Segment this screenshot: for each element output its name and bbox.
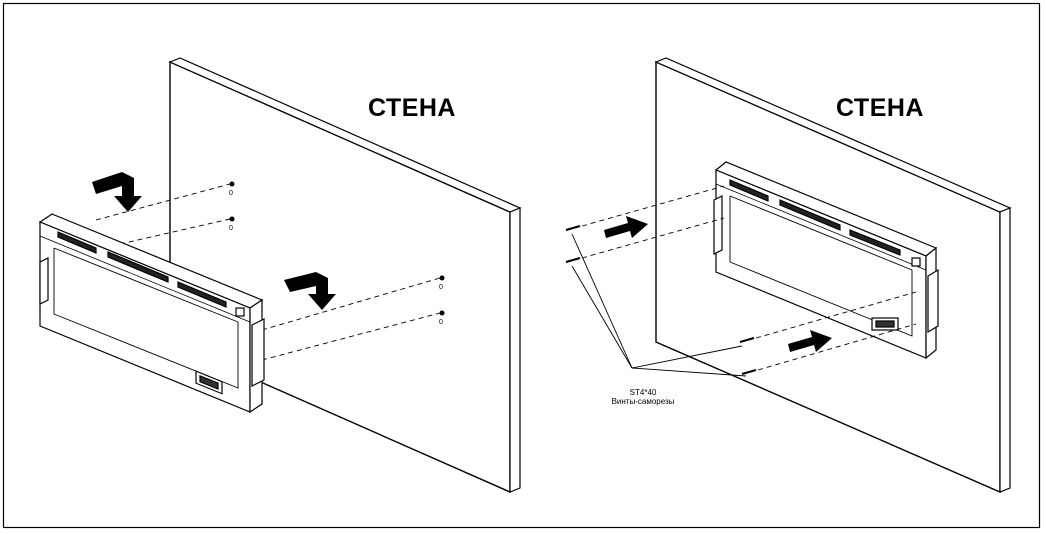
right-illustration <box>565 57 1012 494</box>
screw-name: Винты-саморезы <box>611 397 675 406</box>
left-illustration: 0 0 0 0 <box>38 57 522 494</box>
screw-icons-right <box>565 225 757 375</box>
screw-note: ST4*40 Винты-саморезы <box>588 388 698 406</box>
screw-leader-lines <box>571 233 747 377</box>
dashed-guides-right <box>581 185 917 371</box>
wall-label-left: СТЕНА <box>368 94 456 122</box>
wall-label-right: СТЕНА <box>836 94 924 122</box>
svg-text:0: 0 <box>439 284 443 291</box>
arrow-icon-left-top <box>92 172 142 212</box>
arrow-icon-right-bottom <box>788 330 832 352</box>
svg-text:0: 0 <box>229 190 233 197</box>
wall-left-panel <box>168 57 522 494</box>
svg-text:0: 0 <box>229 225 233 232</box>
arrow-icon-right-top <box>604 216 648 238</box>
fireplace-unit-right <box>713 161 939 360</box>
dashed-guides-left <box>95 183 441 361</box>
arrow-icon-left-bottom <box>284 272 336 310</box>
fireplace-unit-left <box>38 213 265 414</box>
svg-text:0: 0 <box>439 319 443 326</box>
screw-spec: ST4*40 <box>629 388 657 397</box>
wall-screw-markers-left: 0 0 0 0 <box>229 181 445 326</box>
